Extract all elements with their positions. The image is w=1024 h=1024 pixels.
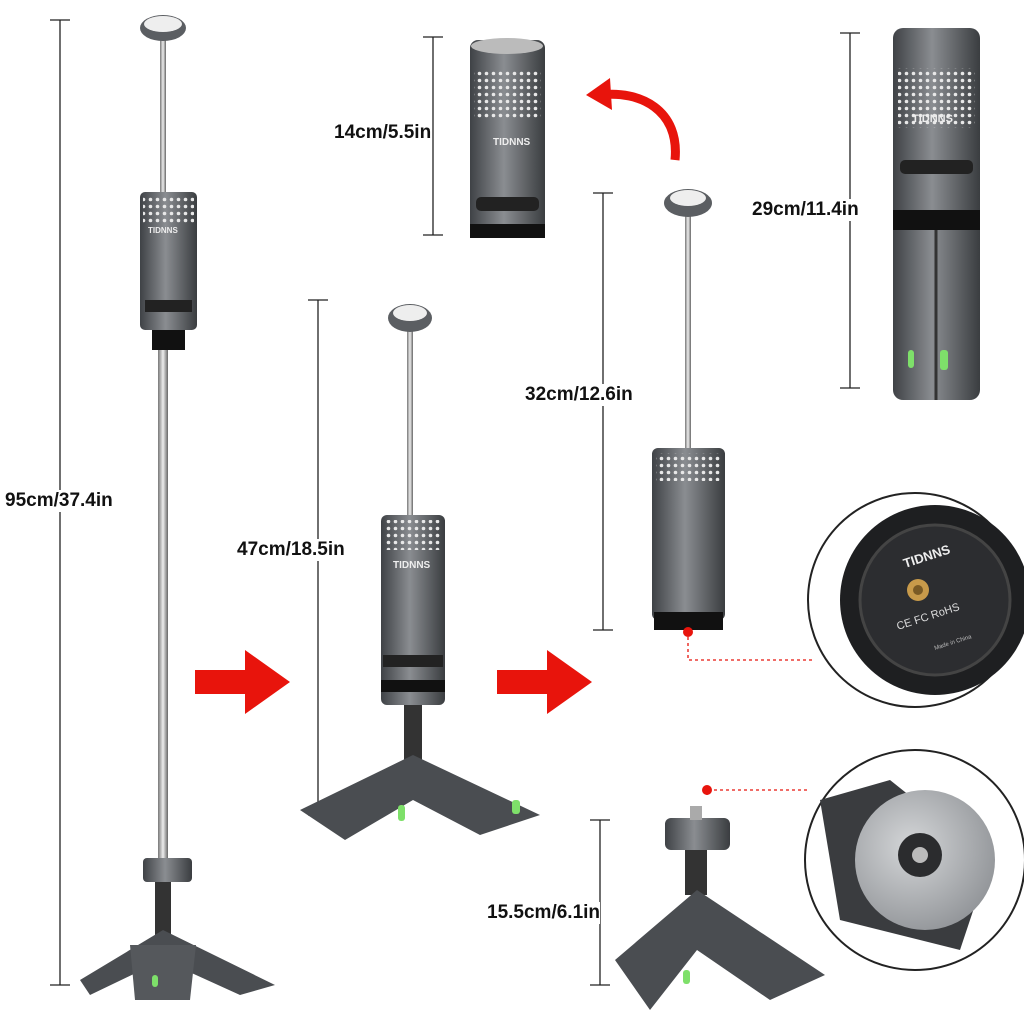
product-extended xyxy=(80,15,275,1000)
svg-text:TIDNNS: TIDNNS xyxy=(912,113,953,125)
red-arrow-right-icon xyxy=(195,650,592,714)
dimension-lines xyxy=(50,19,860,986)
detail-tripod-mount xyxy=(804,749,1024,971)
detail-bottom-label: TIDNNS CE FC RoHS Made in China xyxy=(807,492,1024,708)
product-folded xyxy=(893,28,980,400)
dimension-handheld: 32cm/12.6in xyxy=(525,384,633,406)
product-tripod-only xyxy=(615,785,825,1010)
dimension-tripod-only: 15.5cm/6.1in xyxy=(487,902,601,924)
svg-text:TIDNNS: TIDNNS xyxy=(393,560,431,571)
product-light-only xyxy=(470,38,545,238)
dimension-folded: 29cm/11.4in xyxy=(752,199,859,221)
red-curved-arrow-icon xyxy=(599,89,680,161)
dimension-tripod-mode: 47cm/18.5in xyxy=(237,539,345,561)
product-handheld xyxy=(652,189,815,661)
svg-text:TIDNNS: TIDNNS xyxy=(148,226,178,235)
dimension-full-height: 95cm/37.4in xyxy=(5,490,113,512)
brand-logo: TIDNNS xyxy=(493,137,531,148)
dimension-light-only: 14cm/5.5in xyxy=(334,122,432,144)
product-tripod-mode xyxy=(300,304,540,840)
